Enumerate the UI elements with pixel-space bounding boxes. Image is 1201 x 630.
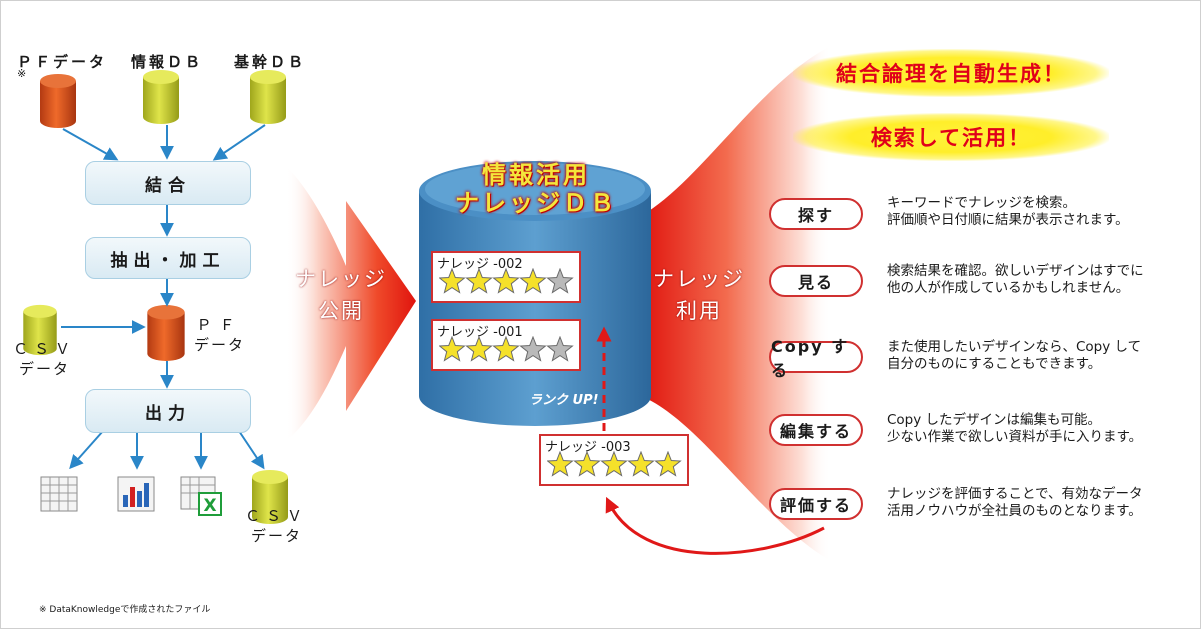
copy-action-button[interactable]: Copy する [769,337,863,380]
desc-line: キーワードでナレッジを検索。 [887,195,1076,211]
csv-in-line1: ＣＳＶ [13,340,77,358]
desc-line: Copy したデザインは編集も可能。 [887,412,1102,428]
desc-line: 検索結果を確認。欲しいデザインはすでに [887,263,1144,279]
filled-star-icon[interactable] [492,267,520,294]
card-name: ナレッジ -002 [437,257,523,272]
view-action-button[interactable]: 見る [769,265,863,297]
search-banner: 検索して活用！ [793,113,1109,161]
publish-arrow-label: ナレッジ 公開 [295,263,387,327]
svg-text:X: X [203,496,216,516]
search-action-desc: キーワードでナレッジを検索。 評価順や日付順に結果が表示されます。 [887,195,1129,229]
knowledge-card[interactable]: ナレッジ -001 [431,319,581,371]
use-line1: ナレッジ [653,267,745,291]
desc-line: 評価順や日付順に結果が表示されます。 [887,212,1129,228]
stars-svg [438,267,574,294]
pf-mid-line1: ＰＦ [196,316,243,334]
rate-action-desc: ナレッジを評価することで、有効なデータ 活用ノウハウが全社員のものとなります。 [887,486,1143,520]
grid-sheet-icon [40,476,78,512]
filled-star-icon[interactable] [492,335,520,362]
star-rating [546,450,685,481]
rate-action-button[interactable]: 評価する [769,488,863,520]
output-step: 出力 [85,389,251,433]
knowledge-card[interactable]: ナレッジ -002 [431,251,581,303]
pf-mid-label: ＰＦ データ [194,315,245,355]
desc-line: 他の人が作成しているかもしれません。 [887,280,1130,296]
db-title-line2: ナレッジＤＢ [455,189,617,217]
use-arrow-label: ナレッジ 利用 [653,263,745,327]
knowledge-db-title: 情報活用 ナレッジＤＢ [431,161,641,217]
view-action-desc: 検索結果を確認。欲しいデザインはすでに 他の人が作成しているかもしれません。 [887,263,1144,297]
pf-data-cylinder-icon [40,74,76,128]
empty-star-icon[interactable] [546,267,574,294]
filled-star-icon[interactable] [438,267,466,294]
filled-star-icon[interactable] [465,335,493,362]
excel-sheet-icon: X [180,476,222,516]
pf-mid-line2: データ [194,336,246,354]
desc-line: 自分のものにすることもできます。 [887,356,1102,372]
copy-action-desc: また使用したいデザインなら、Copy して 自分のものにすることもできます。 [887,339,1141,373]
empty-star-icon[interactable] [546,335,574,362]
bar-chart-icon [117,476,155,512]
csv-in-label: ＣＳＶ データ [13,339,76,379]
footnote: ※ DataKnowledgeで作成されたファイル [39,605,211,615]
search-action-button[interactable]: 探す [769,198,863,230]
publish-arrow-shape [286,166,416,441]
pf-data-label: ＰＦデータ [17,53,108,71]
combine-step: 結合 [85,161,251,205]
core-db-cylinder-icon [250,70,286,124]
csv-out-label: ＣＳＶ データ [245,506,308,546]
filled-star-icon[interactable] [465,267,493,294]
stars-svg [438,335,574,362]
star-rating [438,335,577,366]
publish-line2: 公開 [318,299,364,323]
empty-star-icon[interactable] [519,335,547,362]
edit-action-button[interactable]: 編集する [769,414,863,446]
core-db-label: 基幹ＤＢ [234,53,307,71]
info-db-label: 情報ＤＢ [131,53,204,71]
edit-action-desc: Copy したデザインは編集も可能。 少ない作業で欲しい資料が手に入ります。 [887,412,1142,446]
desc-line: ナレッジを評価することで、有効なデータ [887,486,1143,502]
use-line2: 利用 [676,299,722,323]
filled-star-icon[interactable] [438,335,466,362]
filled-star-icon[interactable] [546,450,574,477]
auto-generate-banner: 結合論理を自動生成！ [793,49,1109,97]
db-title-line1: 情報活用 [482,161,590,189]
card-name: ナレッジ -003 [545,440,631,455]
csv-out-line1: ＣＳＶ [245,507,309,525]
star-rating [438,267,577,298]
extract-step: 抽出・加工 [85,237,251,279]
csv-out-line2: データ [251,527,303,545]
pf-data-note: ※ [17,67,27,80]
publish-line1: ナレッジ [295,267,387,291]
knowledge-card[interactable]: ナレッジ -003 [539,434,689,486]
filled-star-icon[interactable] [519,267,547,294]
filled-star-icon[interactable] [573,450,601,477]
filled-star-icon[interactable] [654,450,682,477]
evaluate-return-arrow [605,496,825,555]
csv-in-line2: データ [19,360,71,378]
search-text: 検索して活用！ [870,126,1032,150]
auto-generate-text: 結合論理を自動生成！ [836,62,1066,86]
pf-mid-cylinder-icon [147,305,185,361]
desc-line: また使用したいデザインなら、Copy して [887,339,1142,355]
card-name: ナレッジ -001 [437,325,523,340]
rank-up-label: ランク UP! [529,393,599,408]
filled-star-icon[interactable] [600,450,628,477]
stars-svg [546,450,682,477]
desc-line: 活用ノウハウが全社員のものとなります。 [887,503,1142,519]
desc-line: 少ない作業で欲しい資料が手に入ります。 [887,429,1143,445]
filled-star-icon[interactable] [627,450,655,477]
info-db-cylinder-icon [143,70,179,124]
